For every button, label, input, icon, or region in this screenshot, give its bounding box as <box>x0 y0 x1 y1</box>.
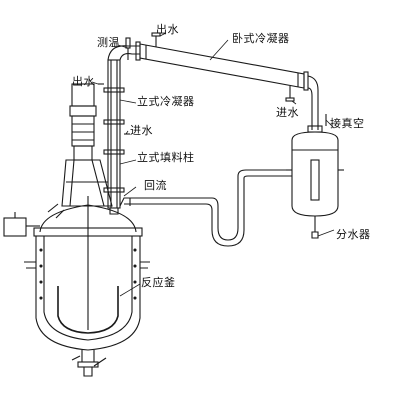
water-separator <box>286 112 344 239</box>
label-water-out-top: 出水 <box>156 23 179 36</box>
motor-drive <box>61 83 113 207</box>
reflux-line <box>124 169 292 247</box>
label-reflux: 回流 <box>144 179 167 192</box>
label-water-out-left: 出水 <box>72 75 95 88</box>
reactor-vessel <box>3 196 150 377</box>
horizontal-condenser <box>107 32 319 112</box>
label-vertical-condenser: 立式冷凝器 <box>137 95 195 108</box>
label-vacuum: 接真空 <box>330 117 365 130</box>
label-reactor: 反应釜 <box>141 276 176 289</box>
label-horizontal-condenser: 卧式冷凝器 <box>232 32 290 45</box>
label-water-separator: 分水器 <box>336 228 371 241</box>
label-temp-measure: 测温 <box>97 36 120 49</box>
label-packed-column: 立式填料柱 <box>137 151 195 164</box>
leader-lines <box>91 32 335 297</box>
label-water-in-mid: 进水 <box>130 124 153 137</box>
label-water-in-right: 进水 <box>276 106 299 119</box>
vertical-column <box>98 37 131 215</box>
